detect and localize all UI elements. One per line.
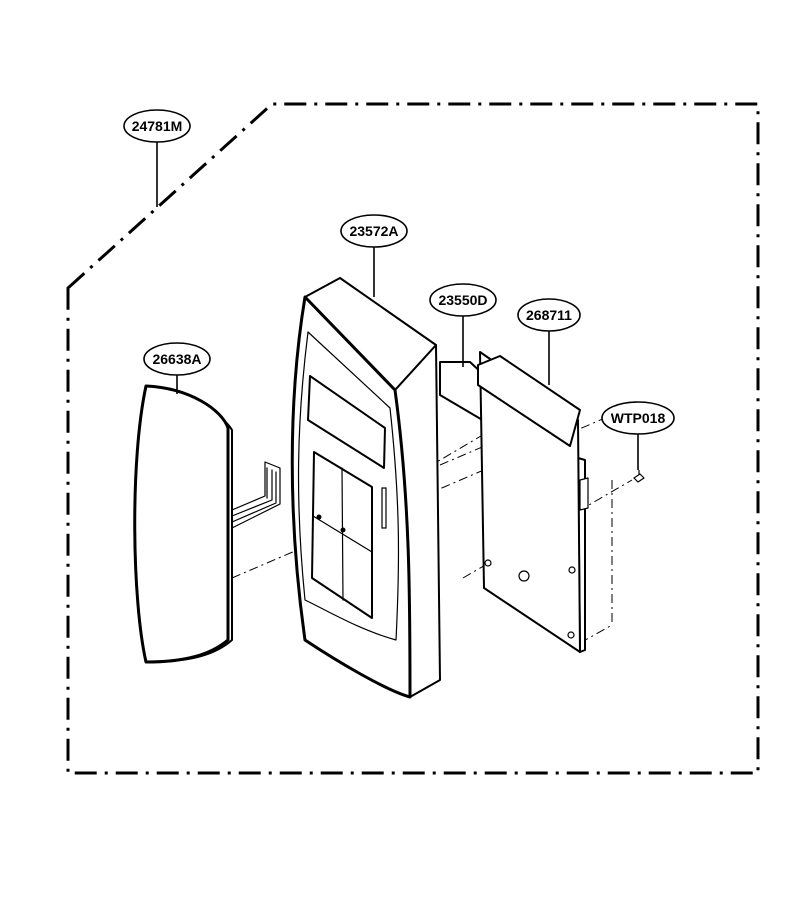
callout-label: 268711 xyxy=(526,307,572,323)
callout-label: WTP018 xyxy=(611,410,666,426)
callout-268711: 268711 xyxy=(517,298,581,332)
callout-WTP018: WTP018 xyxy=(601,401,675,435)
callout-label: 23572A xyxy=(349,223,398,239)
callout-26638A: 26638A xyxy=(143,342,211,376)
leader-lines xyxy=(156,142,639,470)
callout-24781M: 24781M xyxy=(123,109,191,143)
pcb-part xyxy=(477,351,589,653)
callout-label: 24781M xyxy=(132,118,183,134)
callout-23572A: 23572A xyxy=(340,214,408,248)
control-panel-part xyxy=(290,277,441,699)
callout-label: 23550D xyxy=(438,292,487,308)
callout-label: 26638A xyxy=(152,351,201,367)
membrane-switch-part xyxy=(133,384,281,664)
callout-23550D: 23550D xyxy=(429,283,497,317)
screw-part xyxy=(633,470,645,483)
